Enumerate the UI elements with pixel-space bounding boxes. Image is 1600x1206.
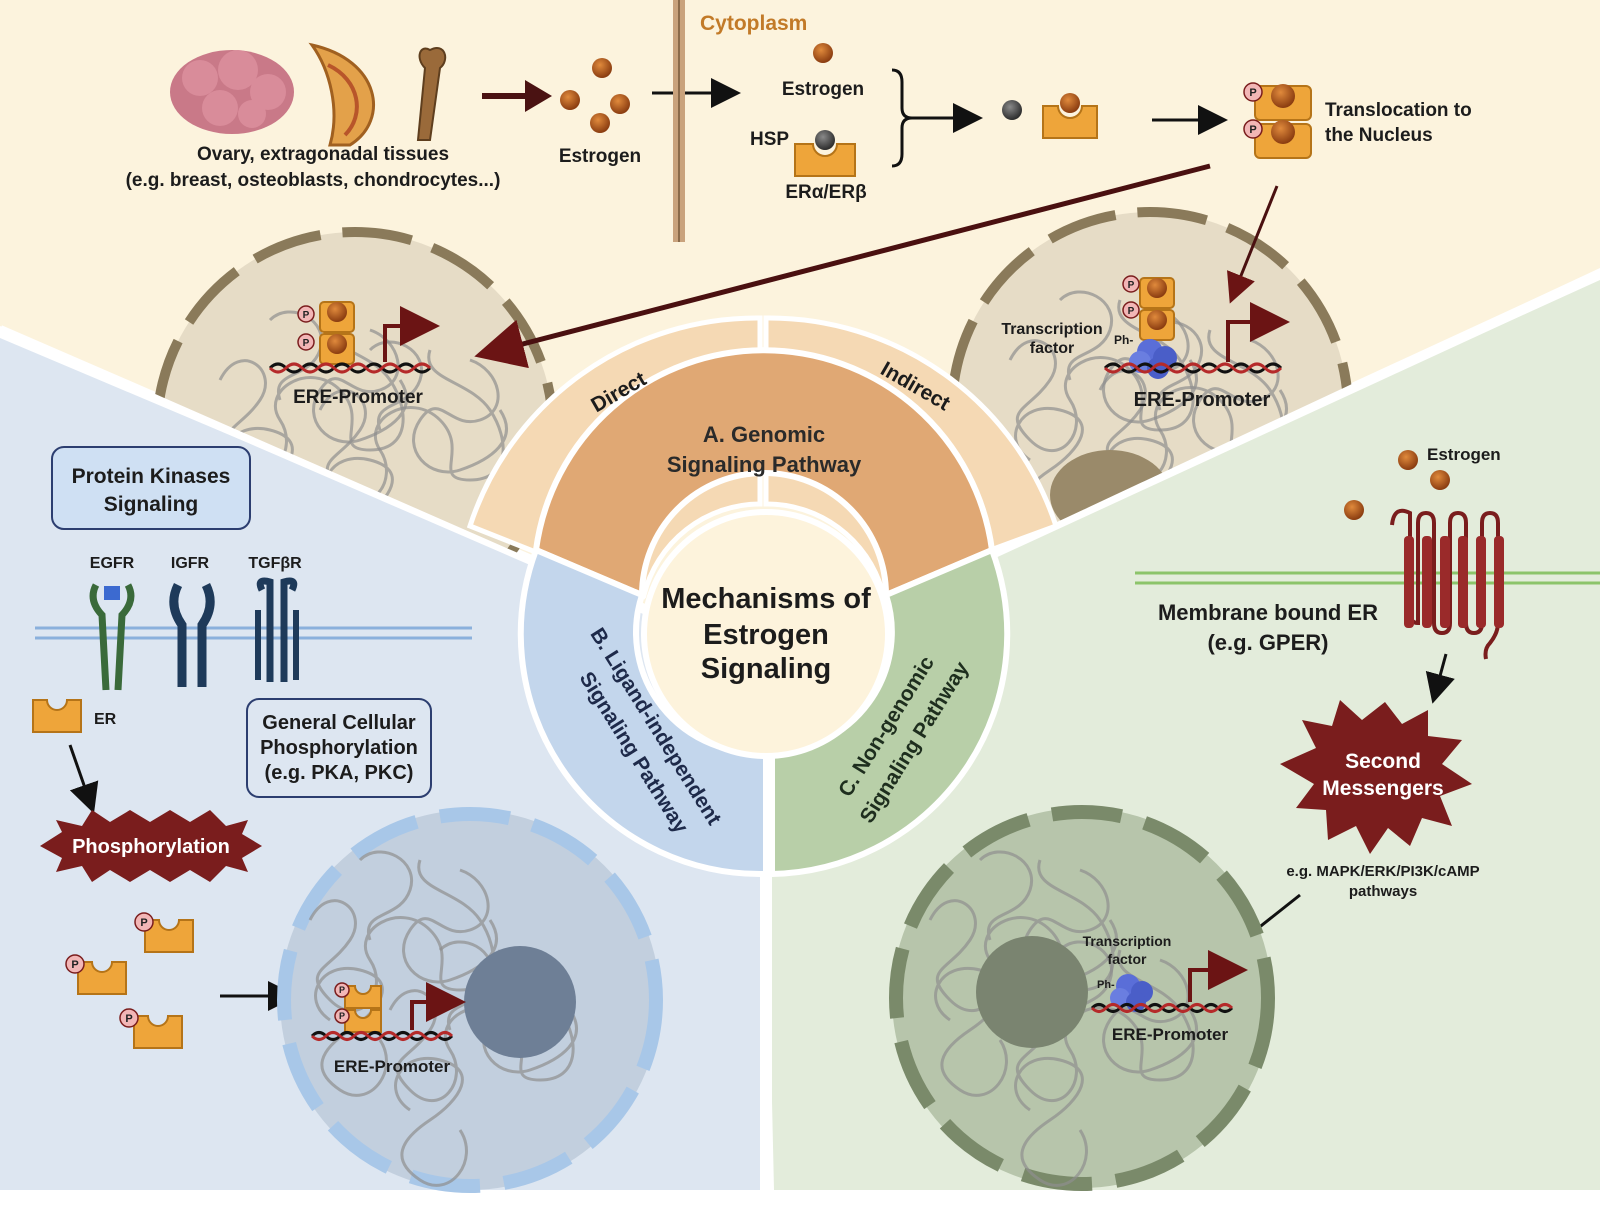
estrogen-outside-label: Estrogen [559, 146, 641, 167]
indirect-er-dimer-icon: P P [1122, 275, 1175, 341]
tissues-examples-label: (e.g. breast, osteoblasts, chondrocytes.… [126, 170, 501, 191]
svg-text:P: P [140, 917, 147, 929]
gcp-label-3: (e.g. PKA, PKC) [265, 762, 414, 784]
membrane-er-label-1: Membrane bound ER [1158, 600, 1378, 625]
protein-kinases-label-1: Protein Kinases [72, 465, 231, 488]
bone-icon [416, 47, 447, 141]
svg-text:P: P [1128, 280, 1135, 291]
center-title-3: Signaling [701, 653, 832, 685]
direct-er-dimer-icon: P P [297, 301, 355, 365]
center-title-2: Estrogen [703, 619, 829, 651]
estrogen-right-icons [1344, 450, 1450, 520]
transcription-arrow [383, 306, 440, 362]
gcp-label-2: Phosphorylation [260, 737, 418, 759]
center-title-1: Mechanisms of [661, 583, 871, 615]
right-ph-label: Ph- [1097, 979, 1115, 991]
central-wheel [466, 315, 1060, 878]
er-alpha-beta-label: ERα/ERβ [785, 182, 866, 203]
dna-strand-right [1090, 1003, 1234, 1013]
estrogen-right-label: Estrogen [1427, 445, 1501, 464]
svg-text:P: P [1249, 87, 1256, 99]
egfr-label: EGFR [90, 555, 135, 572]
direct-pathway-arrow [474, 163, 1211, 369]
genomic-label-1: A. Genomic [703, 422, 825, 447]
gper-receptor-icon [1390, 508, 1504, 660]
phosphorylation-arrow [68, 744, 99, 814]
cytoplasm-label: Cytoplasm [700, 12, 807, 35]
tissues-label: Ovary, extragonadal tissues [197, 144, 449, 165]
estrogen-inside-label: Estrogen [782, 79, 864, 100]
second-messenger-arrow [1425, 653, 1455, 704]
dna-strand-left [310, 1031, 454, 1041]
estrogen-molecules-icon [560, 58, 630, 133]
second-messengers-label-1: Second [1345, 750, 1421, 773]
right-tf-label-2: factor [1108, 951, 1147, 967]
er-dimer-icon: P P [1243, 82, 1312, 159]
ovary-icon [170, 50, 294, 134]
phosphorylated-er-icons: P P P [65, 912, 194, 1049]
phosphorylation-label: Phosphorylation [72, 836, 230, 858]
svg-text:P: P [303, 310, 310, 321]
egfr-receptor-icon [89, 583, 135, 691]
er-left-icon [32, 699, 82, 733]
er-estrogen-complex-icon [1042, 93, 1098, 139]
dna-strand-direct [268, 362, 432, 374]
indirect-tf-label: Transcription [1001, 321, 1102, 338]
general-phosphorylation-box [246, 698, 432, 798]
plasma-membrane-right [1135, 571, 1600, 585]
pathways-label-1: e.g. MAPK/ERK/PI3K/cAMP [1286, 863, 1479, 880]
nucleus-left [277, 807, 663, 1193]
secretion-arrow-icon [482, 80, 552, 112]
protein-kinases-box [51, 446, 251, 530]
indirect-ph-label: Ph- [1114, 333, 1133, 347]
igfr-receptor-icon [169, 582, 215, 687]
er-hsp-complex-icon [794, 130, 856, 177]
right-transcription-arrow [1188, 950, 1248, 1002]
protein-kinases-label-2: Signaling [104, 493, 199, 516]
direct-promoter-label: ERE-Promoter [293, 387, 423, 408]
nucleus-label: the Nucleus [1325, 125, 1433, 146]
phosphorylation-burst-icon [40, 810, 262, 882]
nucleus-right [889, 805, 1275, 1191]
svg-text:P: P [339, 1011, 345, 1021]
left-promoter-label: ERE-Promoter [334, 1057, 451, 1076]
pathways-label-2: pathways [1349, 883, 1417, 900]
estrogen-molecule-icon [813, 43, 833, 63]
svg-text:P: P [339, 985, 345, 995]
igfr-label: IGFR [171, 555, 210, 572]
hsp-released-icon [1002, 100, 1022, 120]
right-promoter-label: ERE-Promoter [1112, 1025, 1229, 1044]
second-messengers-burst-icon [1280, 700, 1472, 854]
left-transcription-arrow [410, 982, 466, 1030]
svg-text:P: P [71, 959, 78, 971]
indirect-pathway-arrow [1227, 185, 1279, 304]
indirect-promoter-label: ERE-Promoter [1134, 389, 1271, 411]
genomic-label-2: Signaling Pathway [667, 452, 862, 477]
indirect-tf-label-2: factor [1030, 340, 1074, 357]
svg-text:P: P [303, 338, 310, 349]
second-messengers-label-2: Messengers [1322, 777, 1443, 800]
svg-text:P: P [1249, 124, 1256, 136]
plasma-membrane-left [35, 626, 472, 640]
tgfbr-receptor-icon [255, 577, 299, 682]
left-er-dimer-icon: P P [334, 982, 382, 1033]
membrane-er-label-2: (e.g. GPER) [1207, 630, 1328, 655]
indirect-transcription-arrow [1226, 302, 1290, 362]
hsp-label: HSP [750, 129, 789, 150]
gcp-label-1: General Cellular [262, 712, 416, 734]
svg-text:P: P [125, 1013, 132, 1025]
breast-tissue-icon [308, 42, 375, 147]
dna-strand-indirect [1103, 362, 1283, 374]
right-transcription-factor-icon [1110, 974, 1153, 1012]
er-left-label: ER [94, 711, 117, 728]
translocation-label: Translocation to [1325, 100, 1472, 121]
tgfbr-label: TGFβR [248, 555, 302, 572]
svg-text:P: P [1128, 306, 1135, 317]
right-tf-label: Transcription [1083, 933, 1172, 949]
